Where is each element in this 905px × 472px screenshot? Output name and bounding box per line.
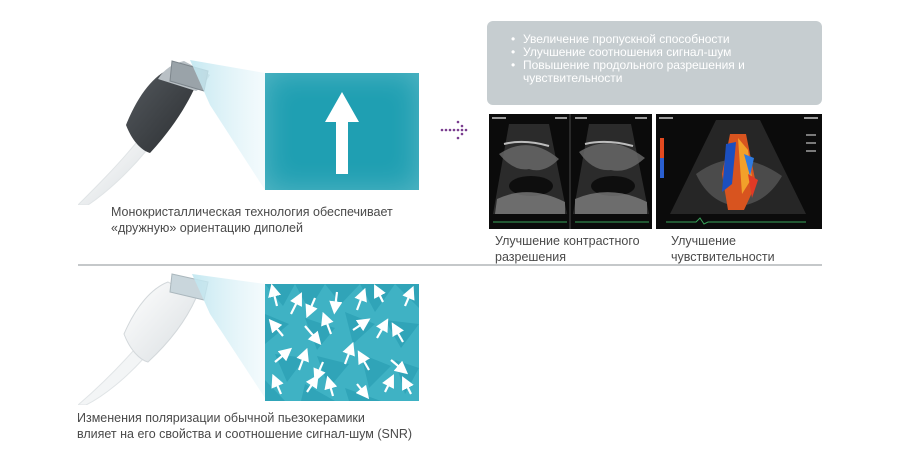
sensitivity-caption: Улучшение чувствительности — [671, 233, 821, 265]
top-caption-line1: Монокристаллическая технология обеспечив… — [111, 205, 393, 219]
up-arrow-icon — [325, 92, 359, 174]
benefit-item-resolution: Повышение продольного разрешения ичувств… — [511, 59, 808, 85]
ultrasound-contrast-image — [489, 114, 652, 229]
random-dipoles-panel — [265, 284, 419, 401]
benefit-item-bandwidth: Увеличение пропускной способности — [511, 33, 808, 47]
top-caption: Монокристаллическая технология обеспечив… — [111, 204, 441, 236]
bottom-beam — [192, 274, 265, 398]
dotted-arrow-icon — [440, 120, 468, 140]
contrast-caption-line2: разрешения — [495, 250, 567, 264]
benefit-item-resolution-line1: Повышение продольного разрешения и — [523, 58, 745, 72]
sensitivity-caption-line1: Улучшение — [671, 234, 736, 248]
top-caption-line2: «дружную» ориентацию диполей — [111, 221, 303, 235]
contrast-caption-line1: Улучшение контрастного — [495, 234, 640, 248]
ultrasound-doppler-image — [656, 114, 822, 229]
benefits-box: Увеличение пропускной способности Улучше… — [487, 21, 822, 105]
ceramic-transducer — [78, 273, 209, 405]
bottom-caption: Изменения поляризации обычной пьезокерам… — [77, 410, 457, 442]
benefit-item-resolution-line2: чувствительности — [523, 71, 623, 85]
top-beam — [190, 60, 265, 190]
bottom-caption-line2: влияет на его свойства и соотношение сиг… — [77, 427, 413, 441]
sensitivity-caption-line2: чувствительности — [671, 250, 775, 264]
contrast-caption: Улучшение контрастного разрешения — [495, 233, 655, 265]
benefit-item-snr: Улучшение соотношения сигнал-шум — [511, 46, 808, 60]
bottom-caption-line1: Изменения поляризации обычной пьезокерам… — [77, 411, 365, 425]
section-divider — [78, 264, 822, 266]
